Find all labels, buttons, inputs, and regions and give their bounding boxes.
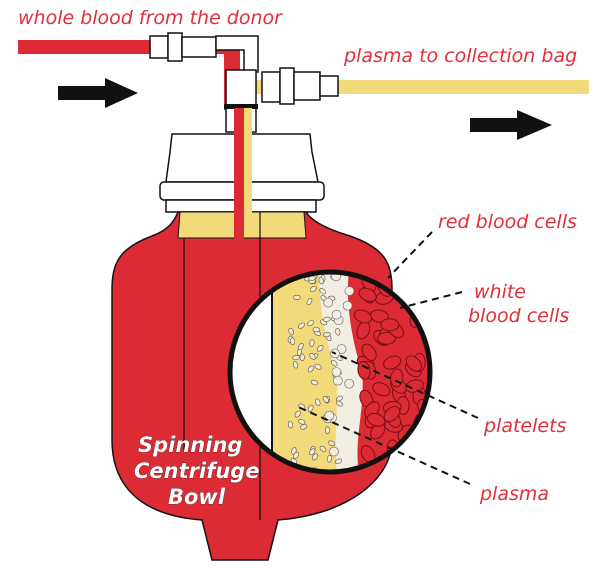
white-cell (332, 310, 341, 319)
platelet (293, 295, 300, 299)
inflow-arrow (58, 78, 138, 108)
white-cell (329, 447, 338, 456)
white-cell (333, 376, 342, 385)
red-cell (419, 272, 438, 293)
platelet (325, 427, 329, 434)
red-cell (403, 459, 420, 480)
inflow-connector (150, 33, 258, 72)
platelet (313, 327, 320, 332)
white-cells-label-2: blood cells (468, 305, 569, 327)
outflow-arrow (470, 110, 552, 140)
bowl-label-1: Spinning (138, 433, 242, 457)
white-cell (324, 298, 333, 307)
red-cell (414, 294, 432, 306)
platelet (290, 338, 295, 345)
red-cell (410, 467, 431, 486)
inner-plasma-tube (244, 108, 252, 233)
red-cell (390, 257, 412, 278)
white-cell (343, 301, 352, 310)
white-cell (345, 379, 354, 388)
red-cell (415, 261, 429, 280)
outflow-label: plasma to collection bag (343, 45, 577, 67)
inflow-label: whole blood from the donor (18, 7, 283, 29)
leader-white-cells (400, 292, 462, 308)
bowl-label-2: Centrifuge (134, 459, 260, 483)
bowl-label-3: Bowl (168, 485, 226, 509)
red-cells-label: red blood cells (438, 211, 577, 233)
leader-red-cells (388, 232, 432, 278)
white-cells-label-1: white (474, 281, 526, 303)
red-cell (381, 319, 399, 331)
plasma-label: plasma (479, 483, 549, 505)
white-cell (332, 367, 341, 376)
white-cell (345, 286, 354, 295)
outflow-connector (262, 68, 338, 104)
platelets-label: platelets (483, 415, 567, 437)
